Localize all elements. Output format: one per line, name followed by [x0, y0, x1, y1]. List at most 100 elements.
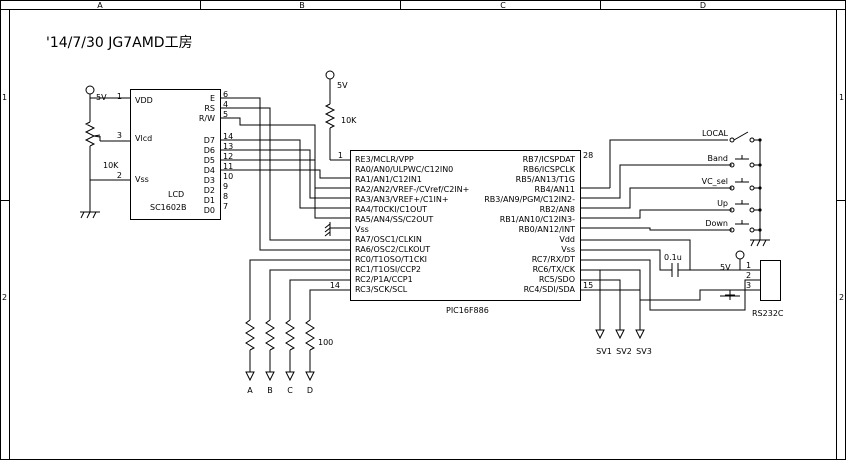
- mcu-right-pin-6: RB1/AN10/C12IN3-: [500, 215, 575, 224]
- lcd-pin-num-1: 4: [223, 100, 228, 109]
- lcd-pin-name-6: D4: [204, 166, 215, 175]
- mcu-left-pin-13: RC3/SCK/SCL: [355, 285, 408, 294]
- lcd-pin-num-7: 10: [223, 172, 233, 181]
- mcu-right-pin-10: RC7/RX/DT: [532, 255, 575, 264]
- mcu-right-pin-2: RB5/AN13/T1G: [516, 175, 575, 184]
- sv-label-0: SV1: [596, 347, 612, 356]
- mcu-left-pin-1: RA0/AN0/ULPWC/C12IN0: [355, 165, 453, 174]
- mcu-pin-28: 28: [583, 151, 593, 160]
- pot-value-label: 10K: [103, 161, 119, 170]
- wiring: [80, 70, 781, 330]
- mcu-right-pins: RB7/ICSPDATRB6/ICSPCLKRB5/AN13/T1GRB4/AN…: [484, 155, 576, 294]
- mcu-right-pin-3: RB4/AN11: [535, 185, 575, 194]
- lcd-pin-name-8: D2: [204, 186, 215, 195]
- lcd-pin-3: 3: [117, 131, 122, 140]
- lcd-pin-name-10: D0: [204, 206, 215, 215]
- mcu-left-pin-8: RA7/OSC1/CLKIN: [355, 235, 422, 244]
- frame-row-2: 2: [2, 293, 7, 302]
- pot-supply-label: 5V: [96, 93, 107, 102]
- output-label-1: B: [267, 386, 273, 395]
- pullup-supply-label: 5V: [337, 81, 348, 90]
- lcd-pin-2: 2: [117, 171, 122, 180]
- lcd-pin-num-4: 13: [223, 142, 233, 151]
- lcd-label: LCD: [168, 190, 184, 199]
- pic-mcu: RE3/MCLR/VPPRA0/AN0/ULPWC/C12IN0RA1/AN1/…: [330, 150, 593, 315]
- lcd-pin-num-2: 5: [223, 110, 228, 119]
- mcu-pin-14: 14: [330, 281, 340, 290]
- mcu-right-pin-9: Vss: [561, 245, 575, 254]
- sv-arrow-0: [595, 329, 605, 340]
- sv-label-2: SV3: [636, 347, 652, 356]
- resistor-value-label: 100: [318, 338, 333, 347]
- rs232-pin-3: 3: [746, 281, 751, 290]
- mcu-pin-1: 1: [338, 151, 343, 160]
- lcd-part: SC1602B: [150, 203, 187, 212]
- mcu-left-pin-6: RA5/AN4/SS/C2OUT: [355, 215, 433, 224]
- push-switch-3: [729, 200, 762, 213]
- lcd-pin-name-2: R/W: [199, 114, 215, 123]
- switch-label-4: Down: [705, 219, 728, 228]
- lcd-pin-vdd: VDD: [135, 96, 153, 105]
- sv-label-1: SV2: [616, 347, 632, 356]
- rs232-pin-2: 2: [746, 271, 751, 280]
- push-switch-2: [729, 178, 762, 191]
- switch-label-1: Band: [707, 154, 728, 163]
- capacitor-label: 0.1u: [664, 253, 682, 262]
- mcu-left-pin-2: RA1/AN1/C12IN1: [355, 175, 422, 184]
- mcu-left-pin-5: RA4/T0CKI/C1OUT: [355, 205, 427, 214]
- output-label-2: C: [287, 386, 293, 395]
- mcu-left-pins: RE3/MCLR/VPPRA0/AN0/ULPWC/C12IN0RA1/AN1/…: [355, 155, 469, 294]
- mcu-pin-15: 15: [583, 281, 593, 290]
- output-resistor-1: [265, 319, 276, 382]
- lcd-pin-name-4: D6: [204, 146, 215, 155]
- mcu-left-pin-12: RC2/P1A/CCP1: [355, 275, 413, 284]
- frame-col-b: B: [299, 1, 305, 10]
- lcd-pin-name-5: D5: [204, 156, 215, 165]
- mcu-right-pin-1: RB6/ICSPCLK: [523, 165, 576, 174]
- mcu-right-pin-13: RC4/SDI/SDA: [524, 285, 576, 294]
- frame-row-1: 1: [2, 93, 7, 102]
- lcd-pin-num-5: 12: [223, 152, 233, 161]
- push-switch-4: [729, 220, 762, 233]
- rs232-pin-1: 1: [746, 261, 751, 270]
- frame-col-c: C: [500, 1, 506, 10]
- mcu-right-pin-4: RB3/AN9/PGM/C12IN2-: [484, 195, 575, 204]
- lcd-pin-num-9: 8: [223, 192, 228, 201]
- lcd-pin-num-10: 7: [223, 202, 228, 211]
- mcu-right-pin-7: RB0/AN12/INT: [519, 225, 576, 234]
- switch-label-3: Up: [717, 199, 728, 208]
- lcd-pin-name-9: D1: [204, 196, 215, 205]
- drawing-title: '14/7/30 JG7AMD工房: [46, 35, 193, 51]
- lcd-pin-1: 1: [117, 92, 122, 101]
- mcu-left-pin-11: RC1/T1OSI/CCP2: [355, 265, 421, 274]
- output-resistor-0: [245, 319, 256, 382]
- output-resistor-3: [305, 319, 316, 382]
- rs232-supply-label: 5V: [720, 263, 731, 272]
- output-resistor-2: [285, 319, 296, 382]
- switch-label-0: LOCAL: [702, 129, 729, 138]
- lcd-pin-name-3: D7: [204, 136, 215, 145]
- lcd-pin-vlcd: Vlcd: [135, 134, 152, 143]
- mcu-left-pin-9: RA6/OSC2/CLKOUT: [355, 245, 430, 254]
- mcu-left-pin-10: RC0/T1OSO/T1CKI: [355, 255, 427, 264]
- switch-label-2: VC_sel: [702, 177, 728, 186]
- frame-col-a: A: [97, 1, 103, 10]
- lcd-pin-num-3: 14: [223, 132, 233, 141]
- mcu-left-pin-0: RE3/MCLR/VPP: [355, 155, 414, 164]
- lcd-pin-vss: Vss: [135, 175, 149, 184]
- mcu-right-pin-11: RC6/TX/CK: [533, 265, 576, 274]
- output-label-3: D: [307, 386, 313, 395]
- mcu-right-pin-8: Vdd: [559, 235, 575, 244]
- frame-row-1-right: 1: [839, 93, 844, 102]
- mcu-right-pin-0: RB7/ICSPDAT: [523, 155, 576, 164]
- push-switch-0: [729, 131, 762, 143]
- lcd-pin-num-6: 11: [223, 162, 233, 171]
- lcd-pin-num-0: 6: [223, 90, 228, 99]
- lcd-pin-num-8: 9: [223, 182, 228, 191]
- frame-row-2-right: 2: [839, 293, 844, 302]
